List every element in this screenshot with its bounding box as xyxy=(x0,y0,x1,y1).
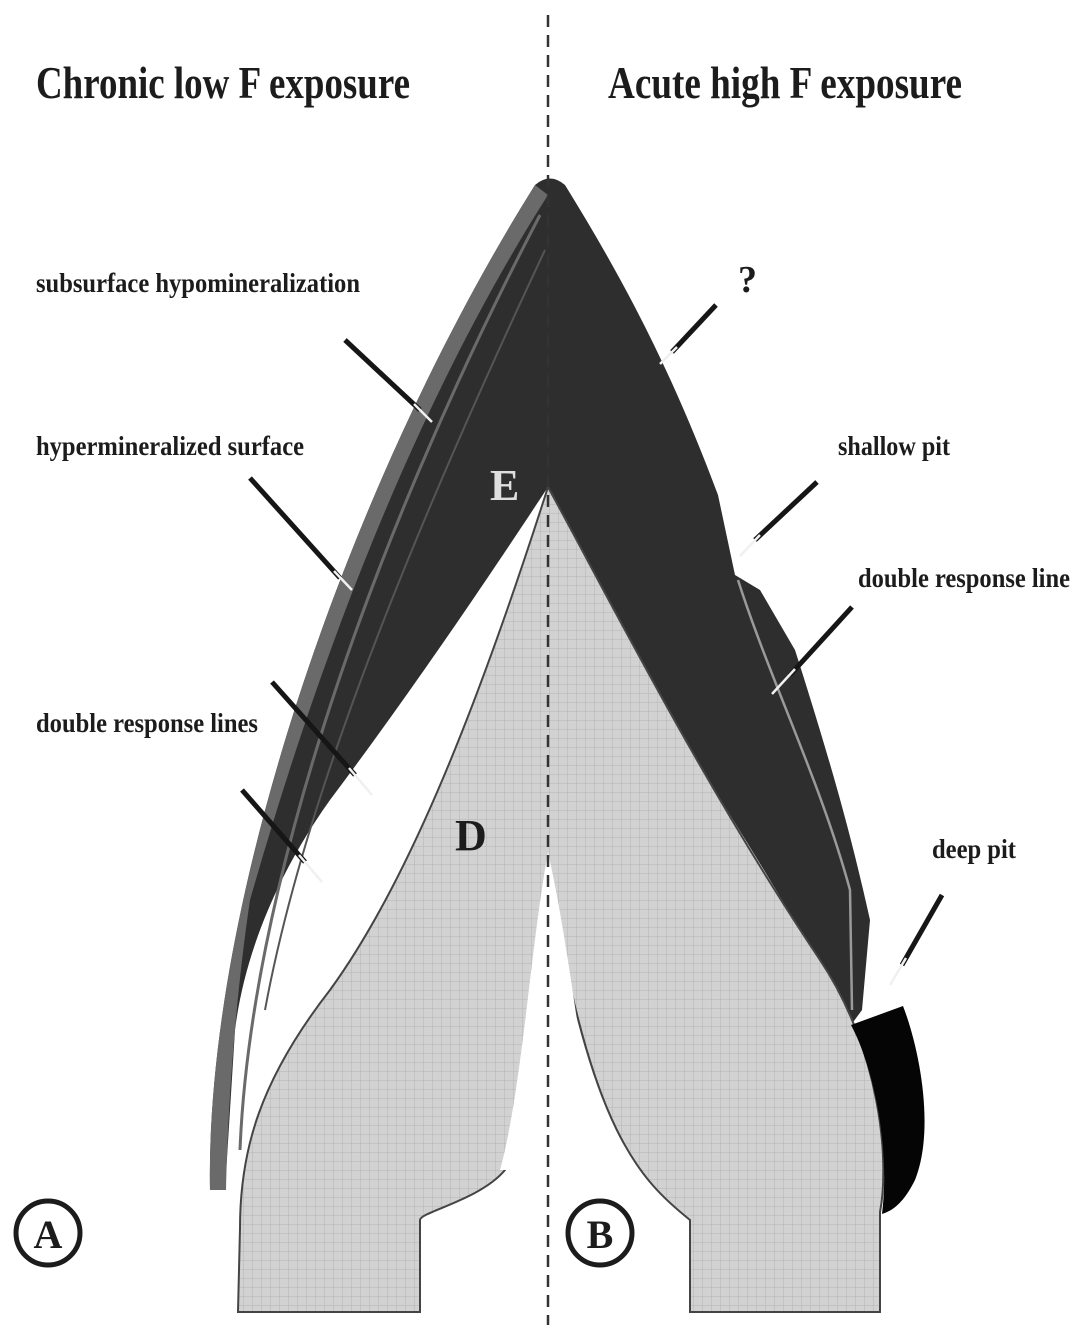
shallow-pit-label: shallow pit xyxy=(838,431,950,461)
deep-pit-label: deep pit xyxy=(932,834,1016,864)
panel-b-badge: B xyxy=(568,1201,632,1265)
panel-a-badge: A xyxy=(16,1201,80,1265)
double-response-line-label: double response line xyxy=(858,563,1070,593)
subsurface-hypomineralization-label: subsurface hypomineralization xyxy=(36,268,360,298)
panel-a-letter: A xyxy=(34,1212,63,1257)
right-panel-title: Acute high F exposure xyxy=(608,57,962,108)
panel-b-letter: B xyxy=(587,1212,614,1257)
pointer-shallow-pit xyxy=(740,482,817,556)
pointer-question xyxy=(660,305,716,364)
question-mark-label: ? xyxy=(738,259,757,301)
pointer-subsurface xyxy=(345,340,432,422)
double-response-lines-label: double response lines xyxy=(36,708,258,738)
dentin-letter: D xyxy=(455,811,487,860)
pointer-hypermineralized xyxy=(250,478,352,590)
hypermineralized-surface-label: hypermineralized surface xyxy=(36,431,304,461)
pointer-deep-pit xyxy=(890,895,942,985)
enamel-letter: E xyxy=(490,461,519,510)
left-panel-title: Chronic low F exposure xyxy=(36,57,410,108)
